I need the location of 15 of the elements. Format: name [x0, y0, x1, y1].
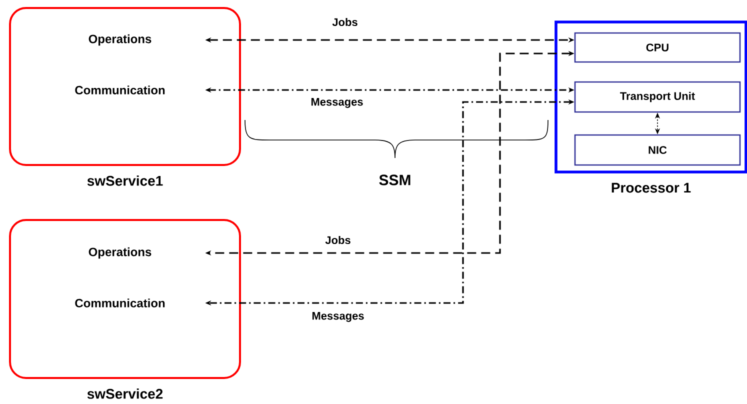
function-label: Communication	[75, 86, 165, 94]
function-label: Operations	[88, 247, 152, 259]
edge-label: Jobs	[324, 234, 352, 246]
brace-label: SSM	[379, 174, 410, 186]
unit-box: CPU	[574, 32, 741, 63]
edge-label: Messages	[310, 311, 366, 323]
unit-box: Transport Unit	[574, 81, 741, 113]
node-label: swService1	[87, 176, 163, 186]
node-label: Processor 1	[612, 182, 691, 193]
unit-box: NIC	[574, 134, 741, 166]
function-label: Communication	[75, 298, 165, 308]
function-label: Operations	[88, 34, 152, 46]
node-label: swService2	[87, 388, 163, 399]
edge-label: Messages	[310, 97, 364, 109]
edge-label: Jobs	[331, 16, 359, 28]
